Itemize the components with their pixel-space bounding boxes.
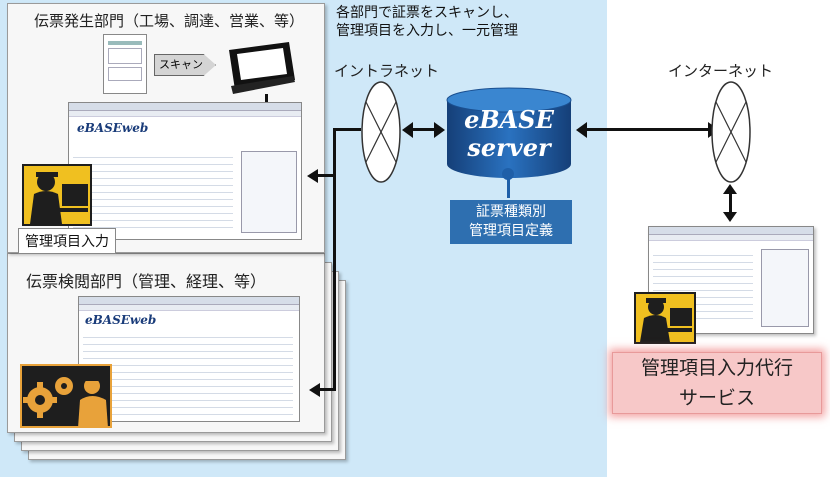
server-internet-arrowhead-left [576,122,587,138]
issue-department-title: 伝票発生部門（工場、調達、営業、等） [34,12,305,30]
server-definition-box: 証票種類別 管理項目定義 [450,200,572,244]
operator-icon [22,164,92,226]
intranet-arrow-review [320,388,336,391]
server-title-line1: eBASE [464,105,554,134]
service-line2: サービス [678,387,755,409]
server-database-icon [446,87,572,178]
server-title: eBASE server [444,106,574,162]
review-app-logo: eBASEweb [85,313,157,327]
review-app-screen: eBASEweb [78,296,300,422]
header-note-line1: 各部門で証票をスキャンし、 [336,5,518,21]
internet-node-icon [711,81,751,183]
reviewer-gears-icon [20,364,112,428]
input-label-box: 管理項目入力 [18,228,116,254]
internet-remote-arrowhead-down [723,212,737,222]
server-title-line2: server [467,133,551,162]
service-box: 管理項目入力代行 サービス [612,352,822,414]
internet-label: インターネット [668,62,774,80]
server-internet-line [586,128,710,131]
issue-app-screen: eBASEweb [68,102,302,240]
paper-document-icon [103,34,147,94]
server-definition-line2: 管理項目定義 [469,223,553,239]
remote-operator-icon [634,292,696,344]
header-note-line2: 管理項目を入力し、一元管理 [336,23,518,39]
server-definition-connector [507,176,510,198]
internet-remote-line [729,192,732,212]
intranet-arrowhead-issue [307,169,318,183]
server-definition-dot [502,168,514,180]
intranet-server-line [412,128,434,131]
intranet-server-arrowhead-right [434,122,445,138]
scan-arrow [154,54,216,76]
internet-remote-arrowhead-up [723,184,737,194]
intranet-server-arrowhead-left [402,122,413,138]
intranet-label: イントラネット [334,62,440,80]
intranet-node-icon [361,81,401,183]
intranet-arrowhead-review [309,383,320,397]
server-definition-line1: 証票種類別 [476,204,546,220]
review-department-title: 伝票検閲部門（管理、経理、等） [26,272,267,291]
issue-department-panel: 伝票発生部門（工場、調達、営業、等） スキャン eBASEweb 管理項目入力 [7,3,325,254]
scan-label: スキャン [159,58,203,71]
intranet-bus-line [333,128,336,390]
service-line1: 管理項目入力代行 [640,357,793,379]
intranet-top-line [333,128,361,131]
issue-app-logo: eBASEweb [77,121,149,135]
review-department-panel: 伝票検閲部門（管理、経理、等） eBASEweb [7,253,325,433]
intranet-arrow-issue [318,174,336,177]
scanner-icon [229,42,295,94]
